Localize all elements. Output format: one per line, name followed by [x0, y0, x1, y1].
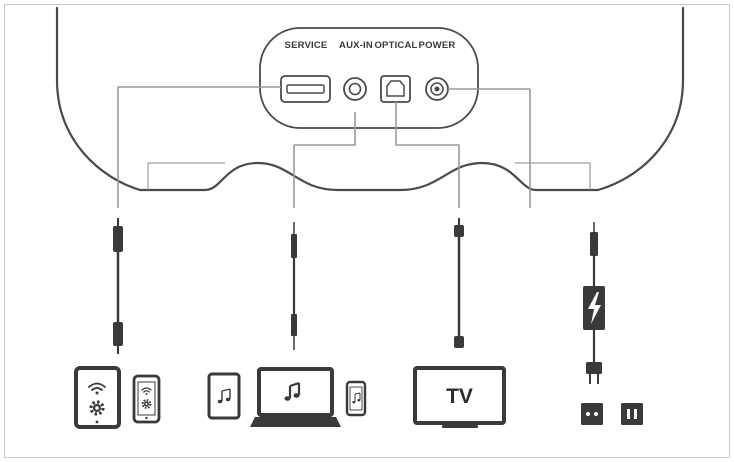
speaker-inner-edge — [147, 162, 591, 190]
music-note-icon — [217, 388, 231, 404]
service-connector-line — [117, 86, 281, 208]
usb-port-icon — [280, 75, 331, 103]
wall-outlet-flat-icon — [621, 403, 643, 425]
gear-icon — [141, 399, 152, 409]
tablet-music-note-icon — [207, 372, 241, 420]
port-panel — [259, 27, 479, 129]
phone-music-note-icon — [345, 380, 367, 417]
usb-cable-icon — [113, 218, 123, 354]
wifi-icon — [141, 387, 152, 393]
port-label-power: POWER — [419, 40, 456, 51]
wifi-icon — [88, 382, 106, 391]
tablet-wifi-gear-icon — [74, 366, 121, 429]
diagram-frame — [4, 4, 730, 458]
power-adapter-lightning-icon — [583, 222, 605, 384]
phone-wifi-gear-icon — [132, 374, 161, 424]
power-connector-line — [448, 88, 531, 208]
tv-label: TV — [446, 385, 473, 408]
port-label-optical: OPTICAL — [374, 40, 417, 51]
gear-icon — [89, 400, 105, 416]
aux-cable-icon — [291, 222, 297, 350]
optical-cable-icon — [454, 218, 464, 348]
wall-outlet-round-icon — [581, 403, 603, 425]
aux-jack-icon — [343, 77, 367, 101]
laptop-music-note-icon — [250, 367, 341, 427]
optical-connector-line — [395, 102, 460, 208]
music-note-icon — [284, 381, 301, 401]
speaker-body — [55, 6, 685, 192]
tv-icon: TV — [413, 366, 506, 428]
music-note-icon — [352, 392, 361, 404]
port-label-service: SERVICE — [285, 40, 328, 51]
port-label-aux-in: AUX-IN — [339, 40, 373, 51]
aux-connector-line — [293, 112, 356, 208]
